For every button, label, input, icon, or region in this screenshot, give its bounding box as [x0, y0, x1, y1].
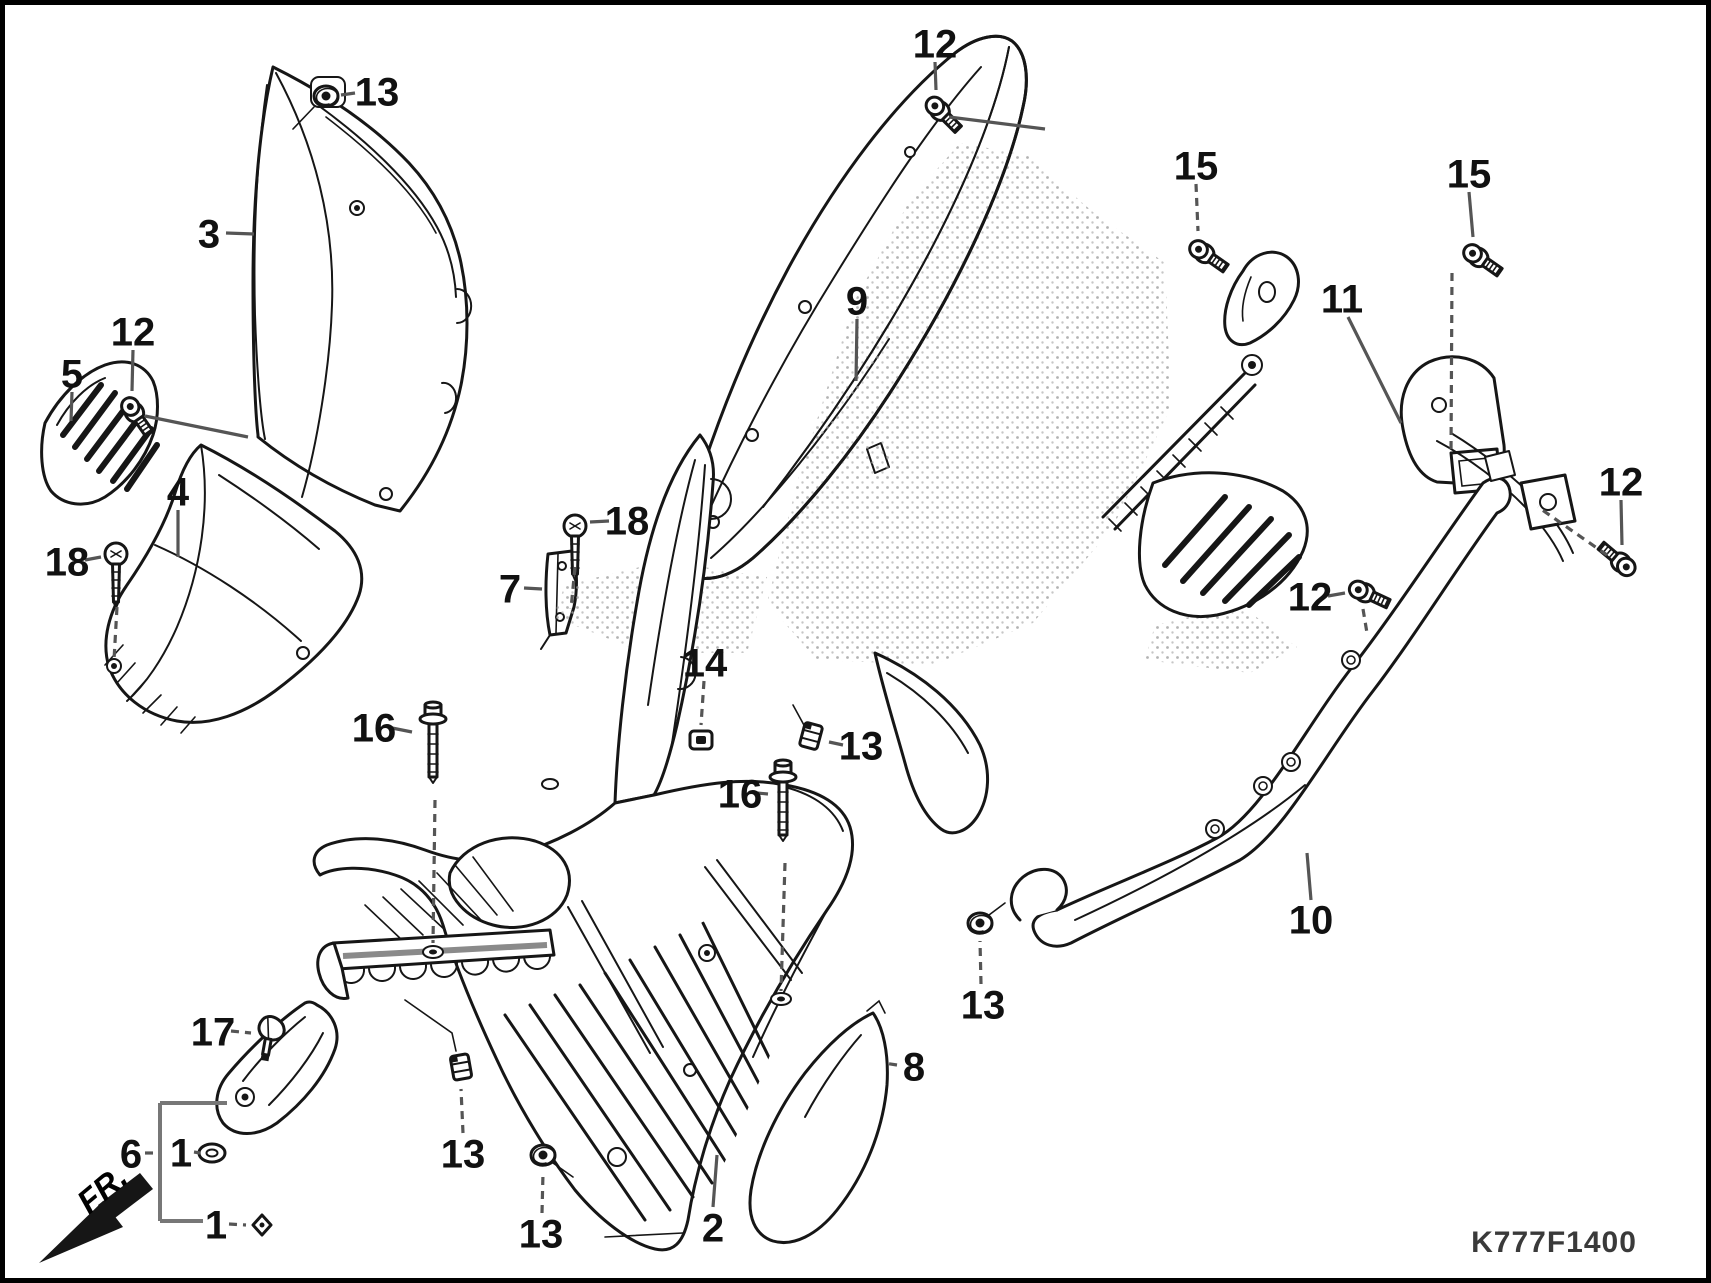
callout-label: 7: [499, 567, 521, 611]
callout-label: 12: [111, 310, 156, 354]
fastener-nut-14: [688, 729, 714, 751]
callout-17-19: 17: [191, 1010, 252, 1054]
callout-2-25: 2: [702, 1154, 724, 1250]
part-outline-8: [748, 999, 889, 1244]
callout-4-10: 4: [167, 470, 190, 557]
fastener-bolt-12-mid: [1347, 579, 1392, 610]
fastener-washer-1: [197, 1142, 227, 1164]
callout-11-8: 11: [1321, 277, 1403, 424]
part-outline-5: [40, 360, 160, 506]
fastener-bolt-16-mid: [768, 758, 798, 842]
diagram-code: K777F1400: [1471, 1226, 1637, 1259]
callout-label: 9: [846, 279, 868, 323]
callout-label: 10: [1289, 898, 1334, 942]
part-fin-garnish: [873, 651, 990, 835]
callout-label: 16: [352, 706, 397, 750]
callout-16-16: 16: [718, 772, 787, 992]
callout-label: 13: [519, 1212, 564, 1256]
callout-label: 13: [441, 1132, 486, 1176]
fastener-bolt-12-top: [924, 95, 963, 134]
fastener-bolt-12-right: [1596, 540, 1637, 578]
callout-label: 5: [61, 352, 83, 396]
callout-7-12: 7: [499, 567, 543, 611]
callout-label: 17: [191, 1010, 236, 1054]
fastener-nut-13-bottom: [529, 1143, 557, 1167]
callout-label: 1: [170, 1131, 192, 1175]
callout-18-9: 18: [45, 540, 119, 661]
callout-1-21: 1: [170, 1131, 201, 1175]
callout-13-15: 13: [828, 724, 884, 768]
fastener-screw-18-left: [103, 541, 129, 609]
callout-label: 12: [913, 22, 958, 66]
callout-label: 13: [355, 70, 400, 114]
fastener-nut-13-top: [312, 84, 340, 108]
callout-12-17: 12: [1288, 575, 1369, 634]
part-outline-10: [1009, 450, 1516, 948]
part-9-restroke: [673, 34, 1028, 580]
callout-14-14: 14: [683, 641, 728, 726]
callout-13-24: 13: [519, 1172, 564, 1256]
fastener-clip-17: [257, 1015, 286, 1062]
callout-label: 3: [198, 212, 220, 256]
callout-13-27: 13: [961, 940, 1006, 1027]
fastener-bolt-12-left: [120, 396, 155, 438]
callout-label: 12: [1288, 575, 1333, 619]
callout-label: 8: [903, 1045, 925, 1089]
callout-15-7: 15: [1447, 152, 1492, 454]
callout-1-22: 1: [205, 1203, 247, 1247]
callout-label: 11: [1321, 277, 1363, 321]
callout-16-13: 16: [352, 706, 437, 944]
callout-18-11: 18: [569, 499, 650, 610]
callout-6-20: 6: [120, 1132, 157, 1176]
part-outline-6: [158, 1000, 339, 1223]
parts-diagram-canvas: FR. K777F1400 13312512915151118418716141…: [39, 22, 1644, 1263]
callout-label: 14: [683, 641, 728, 685]
callout-13-0: 13: [340, 70, 400, 114]
callout-label: 15: [1174, 144, 1219, 188]
fastener-layer: [103, 84, 1637, 1237]
fastener-bolt-16-left: [418, 700, 448, 784]
callout-label: 6: [120, 1132, 142, 1176]
callout-9-5: 9: [846, 279, 868, 382]
fastener-clip-13-floor: [449, 1052, 473, 1082]
callout-15-6: 15: [1174, 144, 1219, 232]
fastener-nut-13-right: [966, 911, 994, 935]
callout-12-4: 12: [913, 22, 1046, 131]
callout-10-28: 10: [1289, 852, 1334, 942]
callout-label: 13: [961, 983, 1006, 1027]
part-outline-11: [1101, 250, 1577, 618]
fastener-bolt-15-left: [1188, 239, 1230, 274]
callout-label: 4: [167, 470, 190, 514]
fastener-bolt-15-right: [1462, 243, 1504, 278]
callout-12-2: 12: [111, 310, 249, 439]
callout-label: 12: [1599, 460, 1644, 504]
callout-3-1: 3: [198, 212, 255, 256]
fastener-clip-13-mid: [798, 721, 824, 751]
callout-label: 16: [718, 772, 763, 816]
part-outline-3: [251, 65, 473, 513]
callout-label: 2: [702, 1206, 724, 1250]
callout-label: 18: [605, 499, 650, 543]
callout-label: 15: [1447, 152, 1492, 196]
part-outline-4: [104, 443, 364, 734]
fastener-tails: [404, 704, 1006, 1178]
callout-12-18: 12: [1537, 460, 1644, 557]
callout-label: 18: [45, 540, 90, 584]
callout-5-3: 5: [61, 352, 83, 422]
callout-label: 1: [205, 1203, 227, 1247]
part-outline-2-floor: [312, 433, 855, 1252]
fastener-nut-1: [251, 1213, 273, 1237]
callout-label: 13: [839, 724, 884, 768]
callout-13-23: 13: [441, 1088, 486, 1176]
callout-8-26: 8: [883, 1045, 925, 1089]
